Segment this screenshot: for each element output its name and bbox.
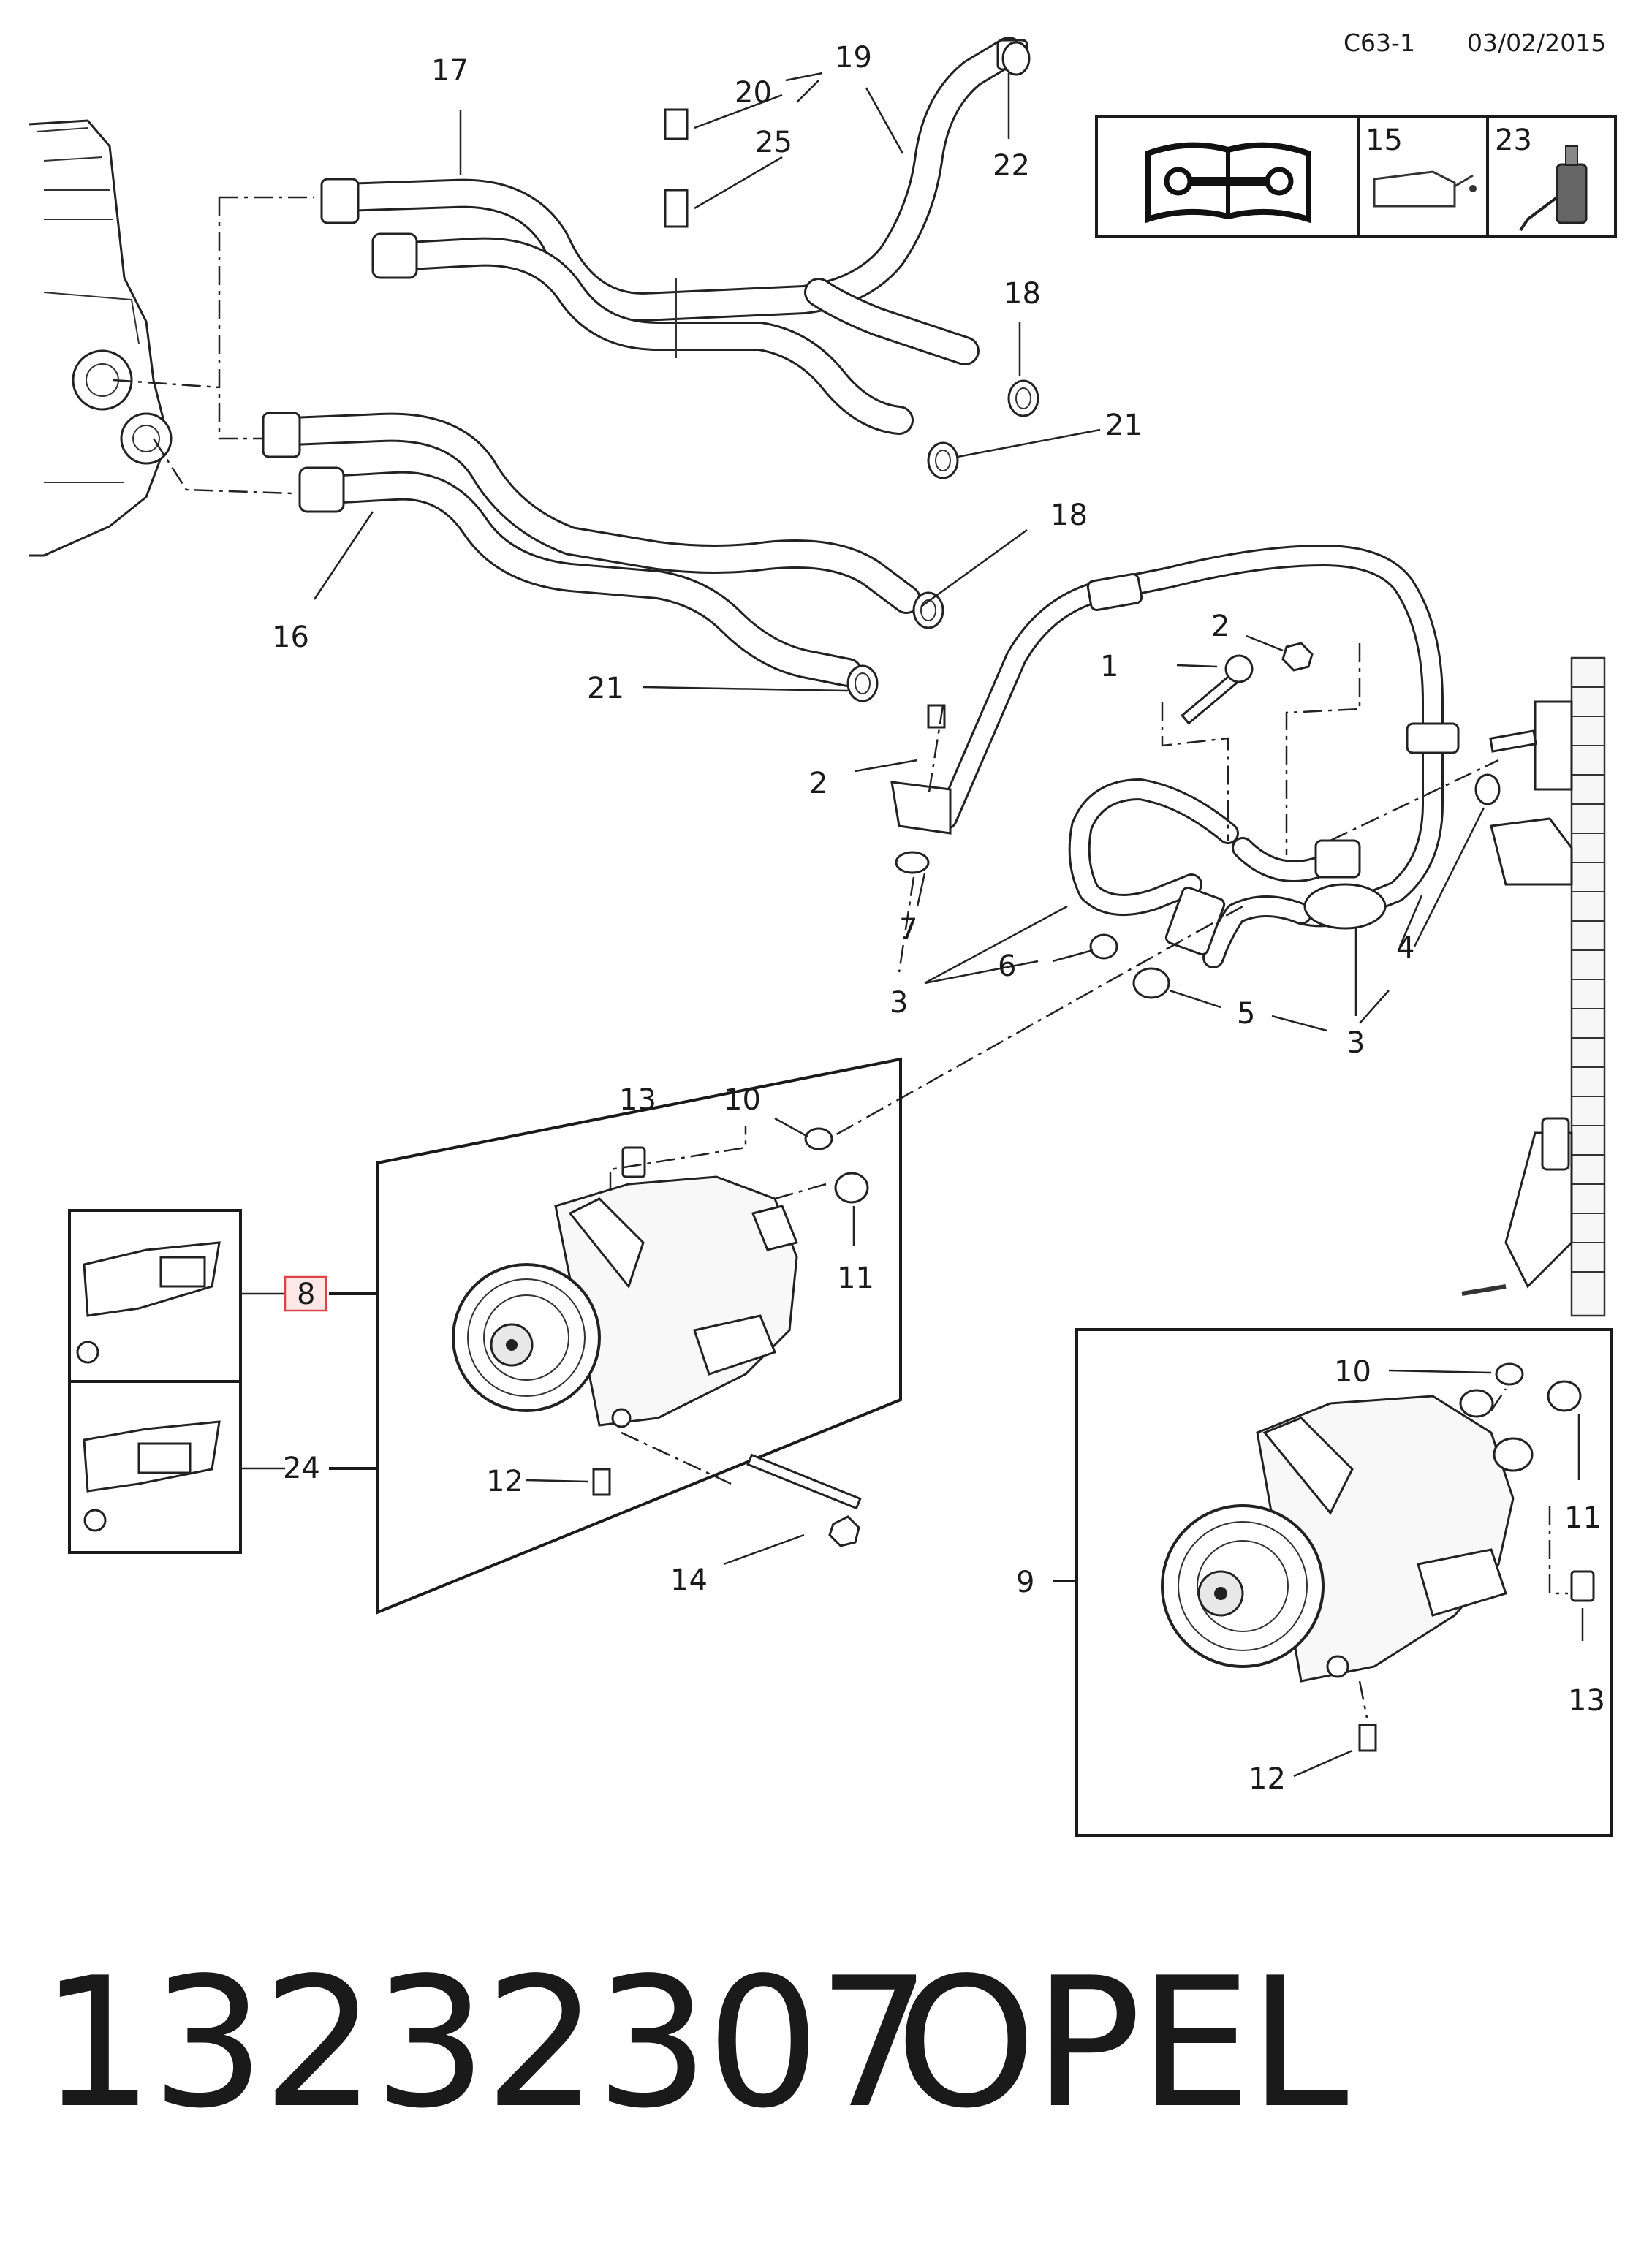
callout-3-left: 3 — [890, 986, 908, 1020]
callout-16: 16 — [272, 621, 309, 654]
diagram-date: 03/02/2015 — [1467, 29, 1606, 57]
leader-line — [1548, 1506, 1568, 1595]
leader-lines — [313, 72, 1584, 1778]
leader-line — [113, 379, 220, 389]
leader-line — [1161, 702, 1229, 841]
part-number: 13232307 — [40, 1939, 928, 2147]
callout-21-lower: 21 — [587, 672, 624, 705]
hose-clamp-18-lower — [912, 591, 944, 629]
callout-13-alt: 13 — [1568, 1684, 1605, 1718]
callout-14: 14 — [670, 1563, 708, 1597]
callout-11-alt: 11 — [1564, 1501, 1602, 1535]
inset-box — [68, 1209, 242, 1554]
callout-4: 4 — [1396, 931, 1414, 965]
callout-6: 6 — [998, 949, 1016, 983]
callout-7: 7 — [899, 913, 917, 947]
seal-ring-11 — [834, 1172, 869, 1204]
clip-20 — [664, 108, 689, 140]
clip-25 — [664, 189, 689, 228]
callout-labels: 17 19 20 25 22 18 21 16 18 21 1 2 2 7 6 … — [272, 41, 1605, 1796]
seal-ring-10 — [804, 1127, 833, 1150]
bolt-14 — [746, 1453, 862, 1547]
compressor-main — [452, 1175, 799, 1428]
leader-line — [621, 1431, 732, 1485]
screw-12 — [592, 1468, 611, 1496]
callout-19: 19 — [835, 41, 872, 75]
callout-10-main: 10 — [724, 1083, 761, 1117]
callout-21-upper: 21 — [1105, 409, 1143, 442]
leader-line — [218, 197, 263, 440]
o-ring-7 — [895, 851, 930, 874]
callout-10-alt: 10 — [1334, 1355, 1371, 1389]
legend-box: 15 23 — [1095, 115, 1617, 238]
callout-2-lower: 2 — [809, 767, 827, 800]
callout-2-upper: 2 — [1211, 610, 1229, 643]
condenser-fragment — [1461, 656, 1606, 1317]
brand-name: OPEL — [895, 1939, 1348, 2147]
callout-5: 5 — [1237, 997, 1255, 1031]
leader-line — [927, 705, 944, 797]
hose-clamp-22 — [1001, 41, 1031, 76]
callout-17: 17 — [431, 54, 469, 88]
callout-18-lower: 18 — [1050, 498, 1088, 532]
seal-ring-10-alt — [1495, 1362, 1524, 1386]
leader-line — [1330, 759, 1499, 842]
diagram-code: C63-1 — [1344, 29, 1415, 57]
compressor-alt — [1161, 1389, 1534, 1683]
o-ring-6 — [1089, 933, 1118, 960]
leader-line — [1490, 1388, 1507, 1411]
callout-8-highlight — [284, 1275, 327, 1312]
leader-line — [609, 1126, 747, 1191]
fitting-13-alt — [1570, 1570, 1595, 1602]
heater-hose-lower — [262, 412, 921, 687]
leader-line — [898, 876, 915, 973]
refrigerant-lines — [890, 545, 1460, 968]
callout-24: 24 — [283, 1452, 320, 1485]
callout-3-right: 3 — [1346, 1026, 1365, 1060]
legend-15-label: 15 — [1365, 124, 1403, 157]
hose-clamp-21-lower — [846, 664, 879, 702]
callout-20: 20 — [735, 76, 772, 110]
leader-line — [152, 438, 293, 495]
o-ring-4 — [1474, 773, 1501, 805]
leader-line — [1358, 1680, 1368, 1718]
o-ring-5 — [1132, 967, 1170, 999]
service-manual-icon — [1145, 142, 1311, 224]
callout-25: 25 — [755, 126, 792, 159]
compressor-frame — [376, 1057, 902, 1615]
hose-clamp-18-upper — [1007, 379, 1039, 417]
callout-22: 22 — [993, 149, 1030, 183]
nut-2-upper — [1281, 642, 1314, 672]
callout-12-main: 12 — [486, 1465, 523, 1498]
fitting-13 — [621, 1146, 646, 1178]
sealant-bottle-icon — [1519, 145, 1588, 232]
callout-18-upper: 18 — [1004, 277, 1041, 311]
leader-line — [825, 905, 1243, 1142]
callout-9: 9 — [1016, 1566, 1034, 1599]
hose-clamp-21-upper — [927, 441, 959, 479]
seal-ring-11-alt — [1547, 1380, 1582, 1412]
callout-12-alt: 12 — [1249, 1762, 1286, 1796]
callout-8: 8 — [297, 1278, 315, 1311]
leader-line — [774, 1183, 827, 1200]
bolt-1 — [1181, 654, 1254, 725]
leader-line — [1285, 643, 1361, 855]
screw-12-alt — [1358, 1724, 1377, 1752]
engine-block-fragment — [29, 119, 173, 557]
callout-11-main: 11 — [837, 1262, 874, 1295]
oil-can-icon — [1373, 170, 1477, 208]
heater-hose-upper — [320, 37, 1028, 435]
callout-13-main: 13 — [619, 1083, 656, 1117]
legend-23-label: 23 — [1495, 124, 1532, 157]
callout-1: 1 — [1100, 650, 1118, 683]
